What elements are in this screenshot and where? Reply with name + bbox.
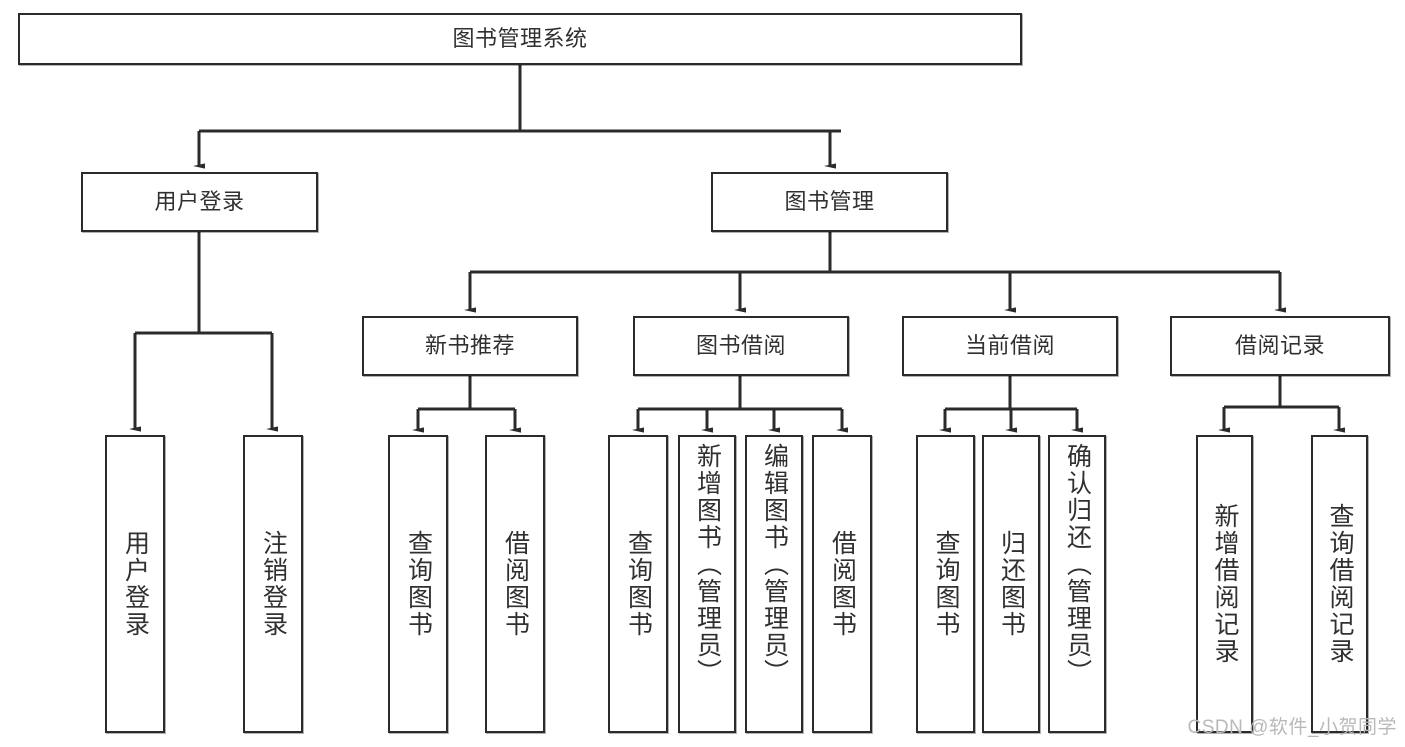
- watermark-text: CSDN @软件_小贺同学: [1187, 717, 1397, 738]
- node-leaf-query-book-1[interactable]: 查询图书: [388, 435, 448, 733]
- edges-root-to-level2: [193, 65, 841, 169]
- edges-bookmanage-to-level3: [464, 232, 1286, 313]
- node-leaf-user-login[interactable]: 用户登录: [105, 435, 165, 733]
- node-leaf-logout[interactable]: 注销登录: [243, 435, 303, 733]
- node-leaf-return-book-label: 归还图书: [997, 530, 1026, 638]
- edges-borrowrecord-to-leaves: [1218, 376, 1345, 433]
- node-user-login-label: 用户登录: [154, 188, 245, 214]
- edges-bookborrow-to-leaves: [632, 376, 848, 433]
- node-borrow-record[interactable]: 借阅记录: [1170, 316, 1390, 376]
- node-current-borrow[interactable]: 当前借阅: [902, 316, 1118, 376]
- node-user-login[interactable]: 用户登录: [81, 172, 318, 232]
- node-leaf-edit-book[interactable]: 编辑图书（管理员）: [745, 435, 803, 733]
- node-current-borrow-label: 当前借阅: [964, 332, 1055, 358]
- node-new-book-rec-label: 新书推荐: [424, 332, 515, 358]
- node-book-borrow[interactable]: 图书借阅: [633, 316, 849, 376]
- node-leaf-confirm-return[interactable]: 确认归还（管理员）: [1048, 435, 1106, 733]
- edges-userlogin-to-leaves: [129, 232, 278, 432]
- node-book-manage-label: 图书管理: [784, 188, 875, 214]
- node-leaf-query-book-2-label: 查询图书: [624, 530, 653, 638]
- edges-newbook-to-leaves: [412, 376, 521, 433]
- edges-currentborrow-to-leaves: [939, 376, 1083, 433]
- node-leaf-query-book-1-label: 查询图书: [404, 530, 433, 638]
- node-leaf-borrow-book-2[interactable]: 借阅图书: [812, 435, 872, 733]
- node-new-book-rec[interactable]: 新书推荐: [362, 316, 578, 376]
- node-leaf-return-book[interactable]: 归还图书: [982, 435, 1040, 733]
- node-leaf-query-book-3[interactable]: 查询图书: [916, 435, 975, 733]
- node-leaf-borrow-book-2-label: 借阅图书: [828, 530, 857, 638]
- node-leaf-add-book[interactable]: 新增图书（管理员）: [678, 435, 736, 733]
- node-leaf-add-record-label: 新增借阅记录: [1211, 503, 1239, 665]
- node-leaf-query-book-2[interactable]: 查询图书: [608, 435, 668, 733]
- node-leaf-edit-book-label: 编辑图书（管理员）: [760, 443, 789, 686]
- node-root-label: 图书管理系统: [452, 25, 588, 51]
- node-leaf-add-book-label: 新增图书（管理员）: [693, 443, 722, 686]
- node-borrow-record-label: 借阅记录: [1234, 332, 1325, 358]
- node-leaf-user-login-label: 用户登录: [121, 530, 150, 638]
- node-book-manage[interactable]: 图书管理: [711, 172, 948, 232]
- node-leaf-query-record[interactable]: 查询借阅记录: [1311, 435, 1368, 733]
- node-leaf-logout-label: 注销登录: [259, 530, 288, 638]
- node-leaf-confirm-return-label: 确认归还（管理员）: [1063, 443, 1092, 686]
- node-book-borrow-label: 图书借阅: [695, 332, 786, 358]
- node-leaf-add-record[interactable]: 新增借阅记录: [1196, 435, 1253, 733]
- node-leaf-query-record-label: 查询借阅记录: [1326, 503, 1354, 665]
- node-root[interactable]: 图书管理系统: [18, 13, 1022, 65]
- node-leaf-borrow-book-1[interactable]: 借阅图书: [485, 435, 545, 733]
- node-leaf-borrow-book-1-label: 借阅图书: [501, 530, 530, 638]
- node-leaf-query-book-3-label: 查询图书: [932, 530, 960, 638]
